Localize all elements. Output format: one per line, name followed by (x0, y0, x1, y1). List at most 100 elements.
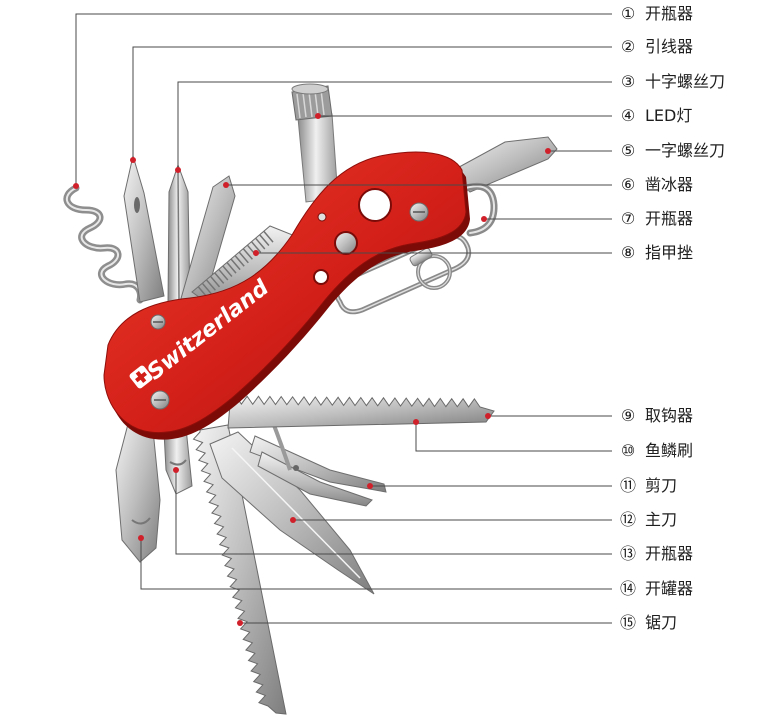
callout-9-label: ⑨ 取钩器 (617, 405, 693, 427)
callout-8-number: ⑧ (620, 243, 636, 262)
callout-12-text: 主刀 (645, 510, 678, 529)
callout-4-text: LED灯 (645, 106, 693, 125)
callout-11-text: 剪刀 (645, 476, 678, 495)
callout-10-number: ⑩ (620, 441, 636, 460)
callout-5-label: ⑤ 一字螺丝刀 (617, 140, 725, 162)
callout-15-label: ⑮ 锯刀 (617, 612, 677, 634)
callout-3-text: 十字螺丝刀 (645, 72, 726, 91)
callout-6-number: ⑥ (620, 175, 636, 194)
callout-15-text: 锯刀 (645, 613, 678, 632)
callout-4-dot (315, 113, 321, 119)
callout-dots (73, 113, 551, 626)
handle-hole-tiny (317, 212, 327, 222)
comb-tooth (226, 261, 237, 274)
callout-14-line (140, 538, 612, 590)
swiss-cross-logo (129, 365, 153, 389)
callout-14-number: ⑭ (619, 579, 636, 598)
comb-tooth (214, 272, 225, 284)
callout-7-label: ⑦ 开瓶器 (617, 208, 693, 230)
callout-8-dot (253, 250, 259, 256)
callout-11-number: ⑪ (619, 476, 636, 495)
callout-3-dot (175, 167, 181, 173)
callout-14-text: 开罐器 (645, 579, 694, 598)
callout-4-number: ④ (620, 106, 636, 125)
comb-tooth (259, 234, 270, 246)
callout-2-number: ② (620, 37, 636, 56)
comb-tooth (218, 268, 229, 281)
handle-screw-right (409, 202, 429, 222)
callout-6-text: 凿冰器 (645, 175, 694, 194)
callout-3-number: ③ (620, 72, 636, 91)
callout-1-number: ① (620, 4, 636, 23)
handle-hole-medium (334, 231, 358, 255)
callout-10-label: ⑩ 鱼鳞刷 (617, 440, 693, 462)
callout-10-text: 鱼鳞刷 (645, 441, 694, 460)
callout-11-dot (367, 483, 373, 489)
callout-13-label: ⑬ 开瓶器 (617, 543, 693, 565)
saw-blade (192, 424, 287, 715)
comb-tooth (205, 279, 216, 291)
callout-7-number: ⑦ (620, 209, 636, 228)
comb-tooth (238, 251, 249, 264)
comb-tooth (230, 258, 241, 271)
callout-9-number: ⑨ (620, 406, 636, 425)
callout-9-dot (485, 413, 491, 419)
comb-tooth (263, 230, 274, 243)
callout-14-dot (138, 535, 144, 541)
callout-lines (75, 13, 612, 624)
callout-1-label: ① 开瓶器 (617, 3, 693, 25)
callout-9-text: 取钩器 (645, 406, 694, 425)
callout-8-text: 指甲挫 (645, 243, 694, 262)
callout-11-label: ⑪ 剪刀 (617, 475, 677, 497)
bottle-opener-hook (456, 182, 498, 237)
handle-hole-small (313, 269, 329, 285)
callout-12-label: ⑫ 主刀 (617, 509, 677, 531)
can-opener (115, 419, 161, 563)
flat-screwdriver (449, 136, 558, 193)
comb-tooth (209, 275, 221, 288)
callout-6-label: ⑥ 凿冰器 (617, 174, 693, 196)
callout-1-dot (73, 183, 79, 189)
callout-12-number: ⑫ (619, 510, 636, 529)
comb-tooth (201, 282, 212, 295)
callout-5-text: 一字螺丝刀 (645, 141, 726, 160)
callout-2-label: ② 引线器 (617, 36, 693, 58)
handle-hole-large (358, 188, 392, 222)
callout-15-number: ⑮ (619, 613, 636, 632)
corkscrew (63, 184, 144, 304)
callout-7-text: 开瓶器 (645, 209, 694, 228)
callout-4-label: ④ LED灯 (617, 105, 693, 127)
callout-10-line (415, 422, 612, 452)
callout-2-text: 引线器 (645, 37, 694, 56)
callout-15-dot (237, 620, 243, 626)
hook-remover-scaler-blade (227, 395, 495, 429)
callout-5-dot (545, 148, 551, 154)
callout-10-dot (413, 419, 419, 425)
callout-13-text: 开瓶器 (645, 544, 694, 563)
handle-screw-lower-left (150, 390, 170, 410)
comb-tooth (255, 237, 266, 250)
callout-13-line (175, 470, 612, 555)
reamer-awl (123, 154, 165, 303)
callout-5-number: ⑤ (620, 141, 636, 160)
comb-tooth (251, 241, 262, 253)
callout-3-label: ③ 十字螺丝刀 (617, 71, 725, 93)
callout-7-dot (481, 216, 487, 222)
callout-2-line (132, 46, 612, 160)
callout-8-label: ⑧ 指甲挫 (617, 242, 693, 264)
comb-tooth (234, 255, 245, 267)
callout-6-dot (223, 182, 229, 188)
knife-handle (103, 151, 467, 434)
callout-13-number: ⑬ (619, 544, 636, 563)
led-flashlight (291, 83, 339, 203)
comb-tooth (222, 265, 233, 277)
callout-13-dot (173, 467, 179, 473)
callout-3-line (177, 81, 612, 170)
comb-tooth (242, 248, 253, 260)
callout-2-dot (130, 157, 136, 163)
callout-14-label: ⑭ 开罐器 (617, 578, 693, 600)
callout-1-text: 开瓶器 (645, 4, 694, 23)
flashlight-knurling (296, 89, 325, 119)
